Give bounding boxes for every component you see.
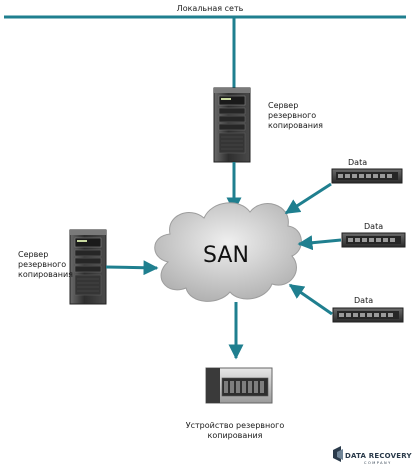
san-label: SAN	[203, 243, 249, 268]
tape-library-label: Устройство резервного копирования	[170, 421, 300, 441]
storage-2-to-san-link	[297, 235, 342, 251]
label-line: копирования	[18, 270, 73, 279]
server-left-to-san-link	[105, 260, 159, 276]
label-line: копирования	[268, 121, 323, 130]
label-line: копирования	[207, 431, 263, 440]
backup-server-left-label: Сервер резервного копирования	[18, 250, 88, 280]
backup-server-top-label: Сервер резервного копирования	[268, 101, 338, 131]
label-line: Сервер	[18, 250, 49, 259]
label-line: Устройство резервного	[185, 421, 285, 430]
label-line: резервного	[268, 111, 317, 120]
backup-server-top	[213, 87, 251, 163]
lan-label: Локальная сеть	[176, 4, 244, 13]
storage-1-label: Data	[348, 158, 368, 167]
storage-2-label: Data	[364, 222, 384, 231]
storage-rack-2	[341, 232, 406, 248]
data-recovery-logo-icon	[333, 446, 343, 462]
logo-text: DATA RECOVERY	[345, 452, 412, 460]
label-line: Сервер	[268, 101, 299, 110]
logo-subtext: COMPANY	[364, 461, 392, 465]
storage-3-to-san-link	[288, 283, 333, 316]
storage-1-to-san-link	[284, 182, 332, 215]
storage-3-label: Data	[354, 296, 374, 305]
tape-library	[205, 367, 273, 404]
storage-rack-1	[331, 168, 403, 184]
storage-rack-3	[332, 307, 404, 323]
label-line: резервного	[18, 260, 67, 269]
